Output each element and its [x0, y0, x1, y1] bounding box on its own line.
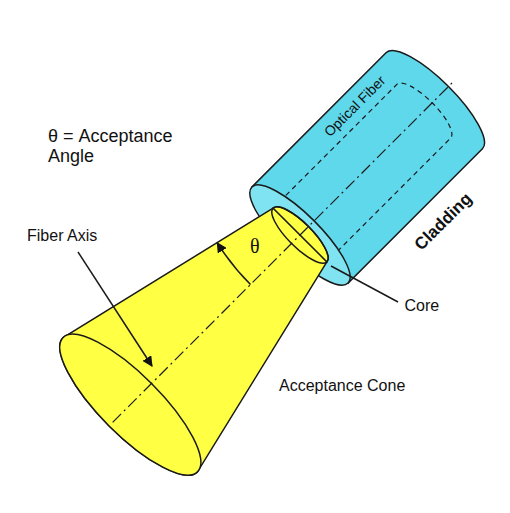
core-label: Core: [405, 297, 440, 315]
fiber-group: [42, 16, 510, 493]
axis-pointer: [78, 252, 152, 366]
angle-caption: θ = Acceptance Angle: [48, 126, 188, 167]
cone-label: Acceptance Cone: [279, 377, 405, 395]
core-leader: [331, 266, 398, 302]
angle-symbol: θ: [250, 235, 260, 258]
axis-label: Fiber Axis: [27, 227, 97, 245]
cladding-label: Cladding: [410, 189, 475, 254]
fiber-label: Optical Fiber: [320, 72, 387, 139]
angle-arc: [213, 243, 255, 285]
